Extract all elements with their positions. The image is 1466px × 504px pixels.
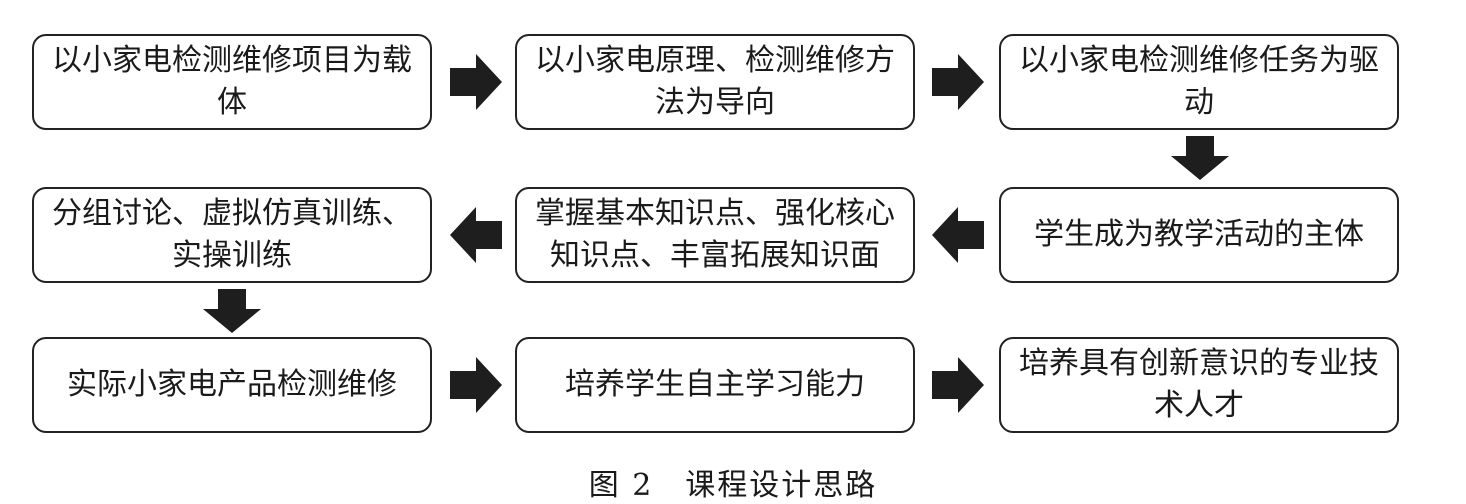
step-box-training: 分组讨论、虚拟仿真训练、实操训练: [32, 187, 432, 283]
step-text: 以小家电检测维修任务为驱动: [1019, 43, 1379, 120]
step-text: 以小家电检测维修项目为载体: [52, 43, 412, 120]
step-box-task-driven: 以小家电检测维修任务为驱动: [999, 34, 1399, 130]
step-box-talent-outcome: 培养具有创新意识的专业技术人才: [999, 337, 1399, 433]
step-box-student-subject: 学生成为教学活动的主体: [999, 187, 1399, 283]
step-text: 分组讨论、虚拟仿真训练、实操训练: [52, 196, 412, 273]
arrow-right-icon: [932, 54, 984, 110]
step-text: 培养具有创新意识的专业技术人才: [1019, 346, 1379, 423]
arrow-right-icon: [932, 357, 984, 413]
step-box-real-maintenance: 实际小家电产品检测维修: [32, 337, 432, 433]
step-box-knowledge-points: 掌握基本知识点、强化核心知识点、丰富拓展知识面: [515, 187, 915, 283]
step-box-project-carrier: 以小家电检测维修项目为载体: [32, 34, 432, 130]
step-text: 掌握基本知识点、强化核心知识点、丰富拓展知识面: [535, 196, 895, 273]
step-box-principle-guide: 以小家电原理、检测维修方法为导向: [515, 34, 915, 130]
arrow-right-icon: [450, 54, 502, 110]
step-box-self-learning: 培养学生自主学习能力: [515, 337, 915, 433]
arrow-left-icon: [450, 207, 502, 263]
step-text: 培养学生自主学习能力: [565, 367, 865, 402]
step-text: 以小家电原理、检测维修方法为导向: [535, 43, 895, 120]
step-text: 实际小家电产品检测维修: [67, 367, 397, 402]
arrow-right-icon: [450, 357, 502, 413]
figure-caption: 图 2 课程设计思路: [588, 468, 878, 503]
arrow-down-icon: [1171, 136, 1229, 180]
arrow-down-icon: [203, 289, 261, 333]
arrow-left-icon: [932, 207, 984, 263]
step-text: 学生成为教学活动的主体: [1034, 217, 1364, 252]
